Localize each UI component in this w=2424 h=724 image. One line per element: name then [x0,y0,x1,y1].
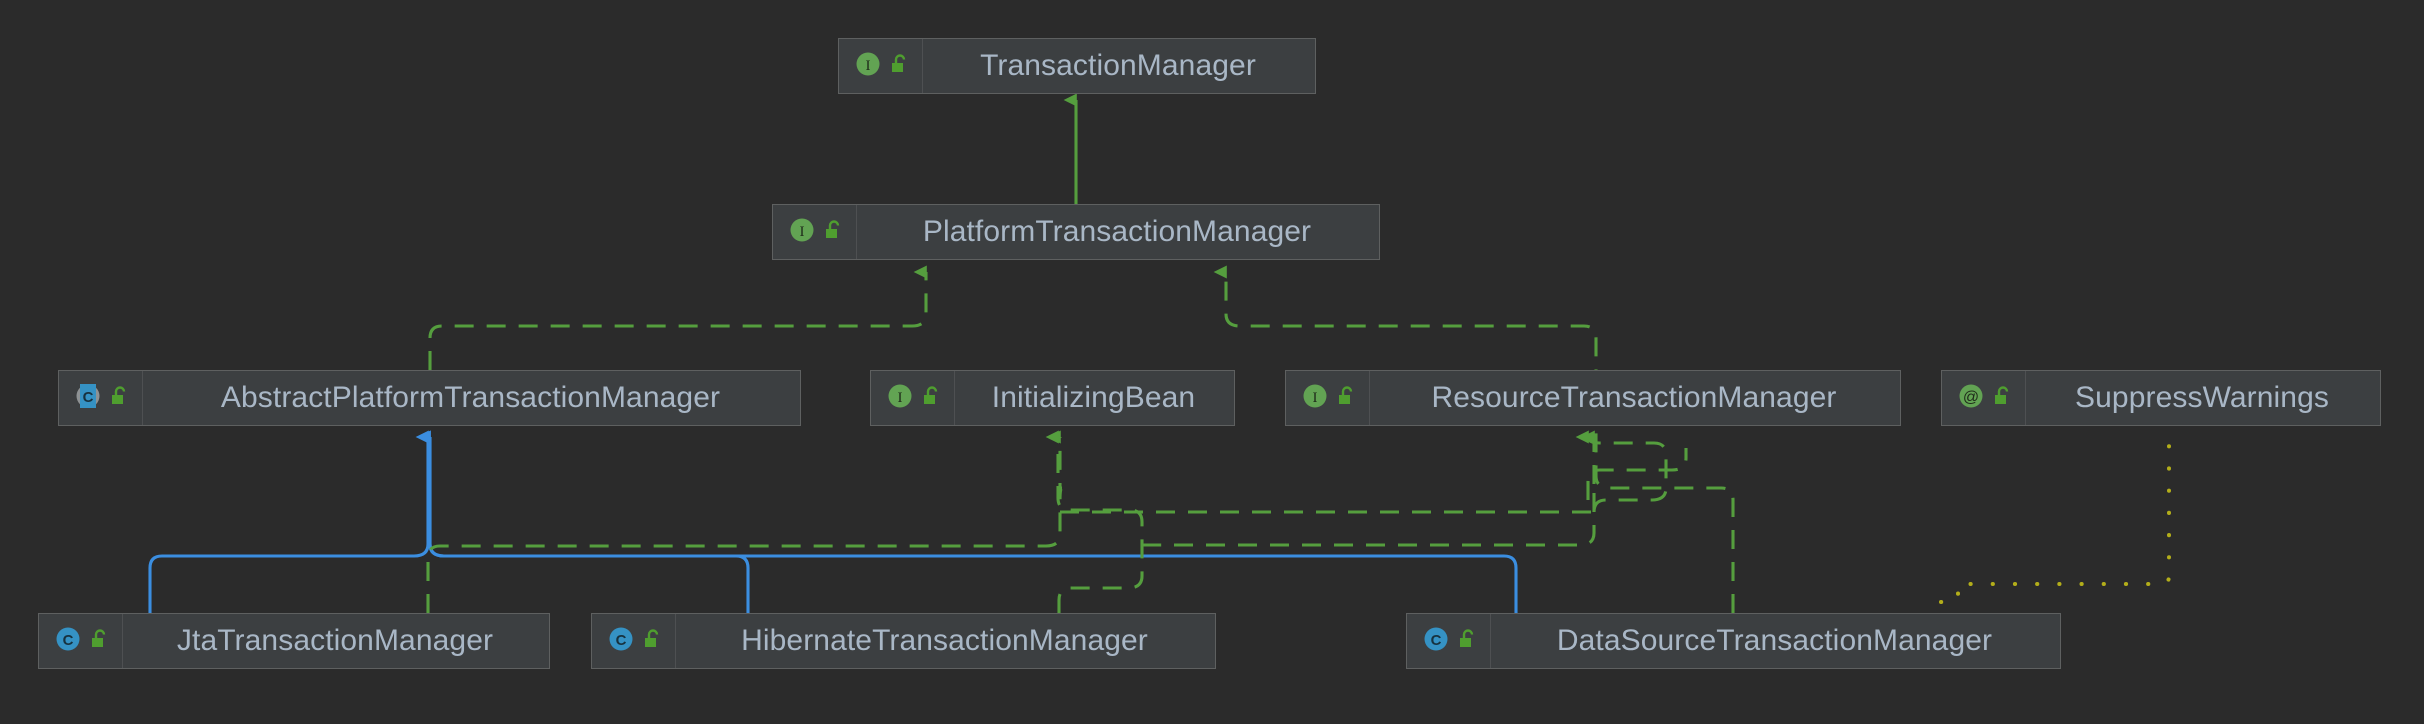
node-label: DataSourceTransactionManager [1556,624,1993,657]
edge-datasourcetransactionmanager-to-resourcetransactionmanager [1586,448,1688,500]
class-icon: C [1422,625,1450,658]
edge-datasourcetransactionmanager-to-suppresswarnings [1939,438,2171,604]
svg-text:I: I [800,224,805,240]
unlock-icon [1992,385,2012,412]
node-icon-group: C [592,614,676,668]
unlock-icon [109,385,129,412]
node-icon-group: @ [1942,371,2026,425]
class-icon: C [607,625,635,658]
edge-datasourcetransactionmanager-to-platformtransactionmanager [1213,265,1735,613]
node-label: ResourceTransactionManager [1431,381,1837,414]
node-icon-group: I [773,205,857,259]
svg-text:I: I [866,58,871,74]
interface-icon: I [854,50,882,83]
abstract-class-icon: C [74,382,102,415]
node-transactionmanager[interactable]: I TransactionManager [838,38,1316,94]
node-icon-group: C [59,371,143,425]
interface-icon: I [886,382,914,415]
edge-hibernatetransactionmanager-to-abstractplatformtransactionmanager [417,430,750,613]
node-abstractplatformtransactionmanager[interactable]: C AbstractPlatformTransactionManager [58,370,801,426]
class-icon: C [54,625,82,658]
edge-jtatransactionmanager-to-initializingbean [426,430,1063,613]
node-initializingbean[interactable]: I InitializingBean [870,370,1235,426]
svg-text:I: I [898,390,903,406]
node-resourcetransactionmanager[interactable]: I ResourceTransactionManager [1285,370,1901,426]
svg-text:C: C [1431,632,1442,649]
node-datasourcetransactionmanager[interactable]: C DataSourceTransactionManager [1406,613,2061,669]
unlock-icon [1457,628,1477,655]
svg-text:@: @ [1963,389,1979,406]
node-platformtransactionmanager[interactable]: I PlatformTransactionManager [772,204,1380,260]
node-jtatransactionmanager[interactable]: C JtaTransactionManager [38,613,550,669]
node-label: HibernateTransactionManager [741,624,1148,657]
node-icon-group: C [1407,614,1491,668]
node-label: PlatformTransactionManager [922,215,1312,248]
unlock-icon [1336,385,1356,412]
node-label: SuppressWarnings [2075,381,2329,414]
node-label: JtaTransactionManager [176,624,494,657]
unlock-icon [642,628,662,655]
node-label: InitializingBean [991,381,1196,414]
interface-icon: I [1301,382,1329,415]
svg-text:C: C [616,632,627,649]
svg-text:C: C [63,632,74,649]
unlock-icon [89,628,109,655]
svg-text:C: C [83,389,94,406]
node-label: TransactionManager [980,49,1256,82]
interface-icon: I [788,216,816,249]
node-icon-group: I [839,39,923,93]
edge-datasourcetransactionmanager-to-abstractplatformtransactionmanager [417,430,1518,613]
node-hibernatetransactionmanager[interactable]: C HibernateTransactionManager [591,613,1216,669]
node-suppresswarnings[interactable]: @ SuppressWarnings [1941,370,2381,426]
edge-hibernatetransactionmanager-to-resourcetransactionmanager [1142,430,1668,547]
svg-text:I: I [1313,390,1318,406]
unlock-icon [823,219,843,246]
node-label: AbstractPlatformTransactionManager [220,381,721,414]
node-icon-group: I [1286,371,1370,425]
edge-jtatransactionmanager-to-abstractplatformtransactionmanager [148,430,430,613]
unlock-icon [921,385,941,412]
edge-abstractplatformtransactionmanager-to-platformtransactionmanager [428,265,928,370]
unlock-icon [889,53,909,80]
annotation-icon: @ [1957,382,1985,415]
node-icon-group: C [39,614,123,668]
edge-hibernatetransactionmanager-to-initializingbean [1045,430,1144,613]
node-icon-group: I [871,371,955,425]
